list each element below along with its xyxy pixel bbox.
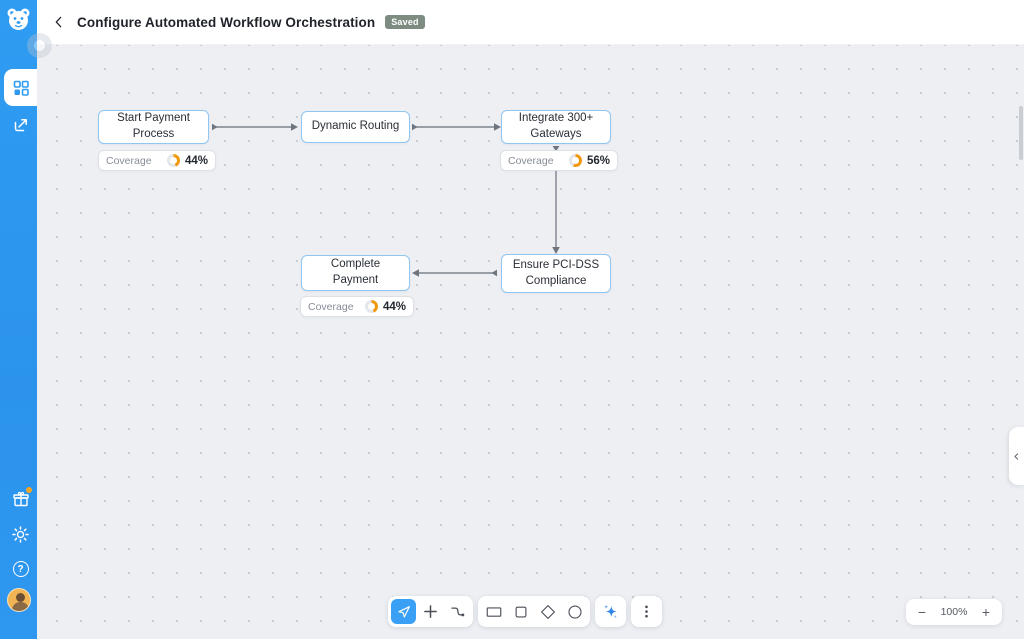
sidebar: ? xyxy=(0,0,37,639)
node-complete-payment[interactable]: Complete Payment xyxy=(301,255,410,291)
select-tool-button[interactable] xyxy=(391,599,416,624)
more-options-button[interactable] xyxy=(634,599,659,624)
coverage-badge: Coverage 44% xyxy=(300,296,414,317)
square-tool-button[interactable] xyxy=(508,599,533,624)
sidebar-item-settings[interactable] xyxy=(4,517,37,551)
node-dynamic-routing[interactable]: Dynamic Routing xyxy=(301,111,410,143)
more-options-icon xyxy=(645,605,648,618)
square-shape-icon xyxy=(515,606,526,617)
coverage-value: 56% xyxy=(586,154,610,167)
notification-dot xyxy=(25,487,32,493)
sidebar-item-rewards[interactable] xyxy=(4,482,37,516)
add-node-button[interactable] xyxy=(418,599,443,624)
coverage-donut-icon xyxy=(568,154,582,167)
circle-tool-button[interactable] xyxy=(562,599,587,624)
app-logo[interactable] xyxy=(5,6,32,33)
ai-assistant-button[interactable] xyxy=(598,599,623,624)
dashboard-grid-icon xyxy=(13,80,29,96)
trend-export-icon xyxy=(14,119,27,132)
help-icon: ? xyxy=(12,561,29,577)
coverage-value: 44% xyxy=(382,300,406,313)
ai-sparkle-icon xyxy=(604,604,617,618)
add-plus-icon xyxy=(424,605,437,618)
node-integrate-gateways[interactable]: Integrate 300+ Gateways xyxy=(501,110,611,144)
coverage-donut-icon xyxy=(166,154,180,167)
tool-group-ai xyxy=(595,596,626,627)
chevron-left-icon xyxy=(1014,452,1019,460)
sidebar-item-analytics[interactable] xyxy=(4,108,37,142)
saved-status-badge: Saved xyxy=(385,14,425,30)
coverage-value: 44% xyxy=(184,154,208,167)
shape-toolbar xyxy=(388,596,662,627)
chevron-left-icon xyxy=(55,16,62,28)
watermark-stamp xyxy=(27,33,52,58)
rectangle-shape-icon xyxy=(486,606,501,617)
circle-shape-icon xyxy=(567,604,582,619)
user-avatar[interactable] xyxy=(7,588,31,612)
flow-canvas[interactable] xyxy=(37,45,1024,639)
gift-icon xyxy=(12,491,29,507)
page-title: Configure Automated Workflow Orchestrati… xyxy=(77,14,376,30)
sidebar-item-workflows[interactable] xyxy=(4,69,37,106)
zoom-level: 100% xyxy=(940,606,968,618)
rectangle-tool-button[interactable] xyxy=(481,599,506,624)
node-start-payment[interactable]: Start Payment Process xyxy=(98,110,209,144)
sidebar-item-help[interactable]: ? xyxy=(4,552,37,586)
select-cursor-icon xyxy=(397,605,410,618)
tool-group-shapes xyxy=(478,596,590,627)
coverage-label: Coverage xyxy=(106,154,152,167)
coverage-donut-icon xyxy=(364,300,378,313)
diamond-tool-button[interactable] xyxy=(535,599,560,624)
connector-tool-button[interactable] xyxy=(445,599,470,624)
zoom-control: − 100% + xyxy=(906,599,1002,625)
zoom-out-button[interactable]: − xyxy=(917,604,927,620)
top-header: Configure Automated Workflow Orchestrati… xyxy=(37,0,1024,45)
coverage-label: Coverage xyxy=(308,300,354,313)
back-button[interactable] xyxy=(45,8,73,36)
zoom-in-button[interactable]: + xyxy=(981,604,991,620)
tiger-logo-icon xyxy=(7,8,30,30)
coverage-badge: Coverage 44% xyxy=(98,150,216,171)
tool-group-main xyxy=(388,596,473,627)
side-panel-toggle[interactable] xyxy=(1009,427,1024,485)
gear-icon xyxy=(12,525,29,543)
connector-icon xyxy=(451,607,465,617)
tool-group-more xyxy=(631,596,662,627)
node-pci-compliance[interactable]: Ensure PCI-DSS Compliance xyxy=(501,254,611,293)
coverage-label: Coverage xyxy=(508,154,554,167)
coverage-badge: Coverage 56% xyxy=(500,150,618,171)
vertical-scrollbar[interactable] xyxy=(1019,106,1023,160)
diamond-shape-icon xyxy=(540,604,555,619)
